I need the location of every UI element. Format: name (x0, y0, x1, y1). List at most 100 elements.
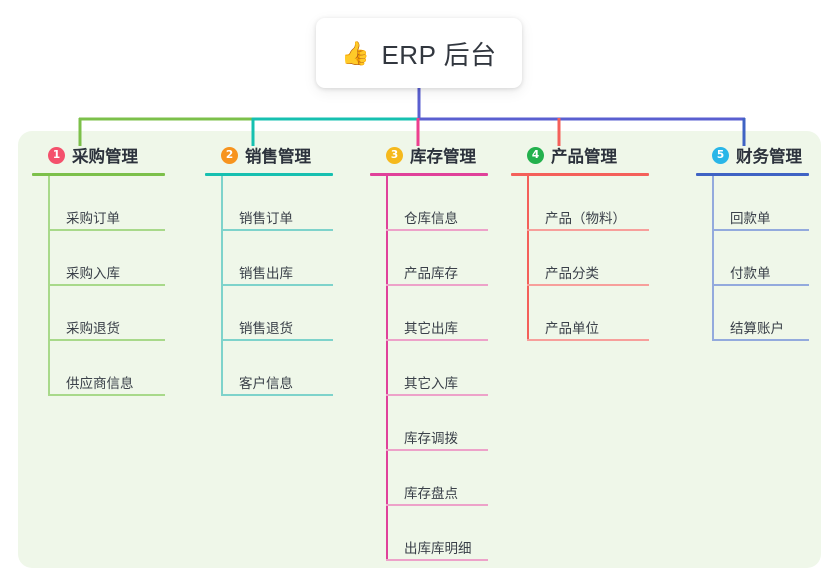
leaf-rule (221, 339, 333, 341)
leaf-item[interactable]: 产品分类 (511, 231, 649, 286)
leaf-rule (386, 559, 488, 561)
leaf-rule (386, 394, 488, 396)
leaf-rule (48, 394, 165, 396)
leaf-label: 采购入库 (66, 266, 120, 281)
leaf-item[interactable]: 采购订单 (32, 176, 165, 231)
page-title: ERP 后台 (381, 39, 497, 70)
leaf-item[interactable]: 供应商信息 (32, 341, 165, 396)
column-header-rule (511, 173, 649, 176)
column-header-rule (205, 173, 333, 176)
column-header-2[interactable]: 2 销售管理 (205, 142, 333, 168)
leaf-rule (386, 449, 488, 451)
leaf-label: 结算账户 (730, 321, 784, 336)
leaf-label: 产品单位 (545, 321, 599, 336)
diagram-background-panel (18, 131, 821, 568)
leaf-label: 产品（物料） (545, 211, 626, 226)
column-leaf-list: 产品（物料） 产品分类产品单位 (511, 176, 649, 341)
leaf-label: 仓库信息 (404, 211, 458, 226)
column-badge-4: 4 (527, 146, 544, 164)
column-销售管理: 2 销售管理销售订单销售出库销售退货客户信息 (205, 142, 333, 396)
column-spine (221, 176, 223, 396)
leaf-rule (527, 229, 649, 231)
column-header-rule (370, 173, 488, 176)
leaf-rule (48, 284, 165, 286)
leaf-item[interactable]: 付款单 (696, 231, 809, 286)
leaf-item[interactable]: 销售出库 (205, 231, 333, 286)
leaf-item[interactable]: 库存盘点 (370, 451, 488, 506)
leaf-label: 库存盘点 (404, 486, 458, 501)
leaf-item[interactable]: 回款单 (696, 176, 809, 231)
leaf-item[interactable]: 销售订单 (205, 176, 333, 231)
leaf-label: 其它入库 (404, 376, 458, 391)
leaf-label: 供应商信息 (66, 376, 134, 391)
leaf-item[interactable]: 销售退货 (205, 286, 333, 341)
column-title: 采购管理 (72, 148, 138, 166)
leaf-rule (48, 339, 165, 341)
column-header-4[interactable]: 4 产品管理 (511, 142, 649, 168)
column-badge-1: 1 (48, 146, 65, 164)
leaf-item[interactable]: 采购入库 (32, 231, 165, 286)
column-spine (712, 176, 714, 341)
leaf-label: 付款单 (730, 266, 771, 281)
leaf-rule (221, 394, 333, 396)
leaf-label: 客户信息 (239, 376, 293, 391)
leaf-rule (527, 284, 649, 286)
leaf-label: 回款单 (730, 211, 771, 226)
column-badge-2: 2 (221, 146, 238, 164)
column-title: 产品管理 (551, 148, 617, 166)
leaf-rule (386, 229, 488, 231)
leaf-rule (221, 284, 333, 286)
leaf-item[interactable]: 客户信息 (205, 341, 333, 396)
leaf-rule (221, 229, 333, 231)
column-header-1[interactable]: 1 采购管理 (32, 142, 165, 168)
leaf-label: 采购订单 (66, 211, 120, 226)
leaf-item[interactable]: 产品（物料） (511, 176, 649, 231)
leaf-rule (386, 284, 488, 286)
column-header-rule (32, 173, 165, 176)
column-spine (527, 176, 529, 341)
column-产品管理: 4 产品管理产品（物料） 产品分类产品单位 (511, 142, 649, 341)
column-badge-5: 5 (712, 146, 729, 164)
leaf-label: 其它出库 (404, 321, 458, 336)
leaf-label: 产品分类 (545, 266, 599, 281)
leaf-label: 产品库存 (404, 266, 458, 281)
column-title: 库存管理 (410, 148, 476, 166)
root-node-card[interactable]: 👍 ERP 后台 (316, 18, 522, 88)
leaf-rule (712, 284, 809, 286)
leaf-rule (386, 504, 488, 506)
leaf-label: 采购退货 (66, 321, 120, 336)
column-title: 销售管理 (245, 148, 311, 166)
column-leaf-list: 销售订单销售出库销售退货客户信息 (205, 176, 333, 396)
leaf-label: 库存调拨 (404, 431, 458, 446)
leaf-item[interactable]: 出库库明细 (370, 506, 488, 561)
leaf-rule (712, 339, 809, 341)
leaf-label: 销售订单 (239, 211, 293, 226)
leaf-item[interactable]: 其它出库 (370, 286, 488, 341)
column-header-3[interactable]: 3 库存管理 (370, 142, 488, 168)
thumbs-up-icon: 👍 (341, 39, 371, 66)
leaf-rule (386, 339, 488, 341)
column-采购管理: 1 采购管理采购订单采购入库采购退货供应商信息 (32, 142, 165, 396)
leaf-item[interactable]: 仓库信息 (370, 176, 488, 231)
leaf-item[interactable]: 产品单位 (511, 286, 649, 341)
column-财务管理: 5 财务管理回款单付款单结算账户 (696, 142, 809, 341)
leaf-item[interactable]: 其它入库 (370, 341, 488, 396)
leaf-item[interactable]: 产品库存 (370, 231, 488, 286)
leaf-item[interactable]: 结算账户 (696, 286, 809, 341)
column-badge-3: 3 (386, 146, 403, 164)
column-spine (386, 176, 388, 561)
leaf-label: 出库库明细 (404, 541, 472, 556)
leaf-rule (712, 229, 809, 231)
column-title: 财务管理 (736, 148, 802, 166)
column-库存管理: 3 库存管理仓库信息产品库存其它出库其它入库库存调拨库存盘点出库库明细 (370, 142, 488, 561)
leaf-label: 销售出库 (239, 266, 293, 281)
column-header-5[interactable]: 5 财务管理 (696, 142, 809, 168)
column-header-rule (696, 173, 809, 176)
leaf-rule (48, 229, 165, 231)
leaf-label: 销售退货 (239, 321, 293, 336)
column-leaf-list: 仓库信息产品库存其它出库其它入库库存调拨库存盘点出库库明细 (370, 176, 488, 561)
leaf-item[interactable]: 采购退货 (32, 286, 165, 341)
column-leaf-list: 采购订单采购入库采购退货供应商信息 (32, 176, 165, 396)
leaf-item[interactable]: 库存调拨 (370, 396, 488, 451)
